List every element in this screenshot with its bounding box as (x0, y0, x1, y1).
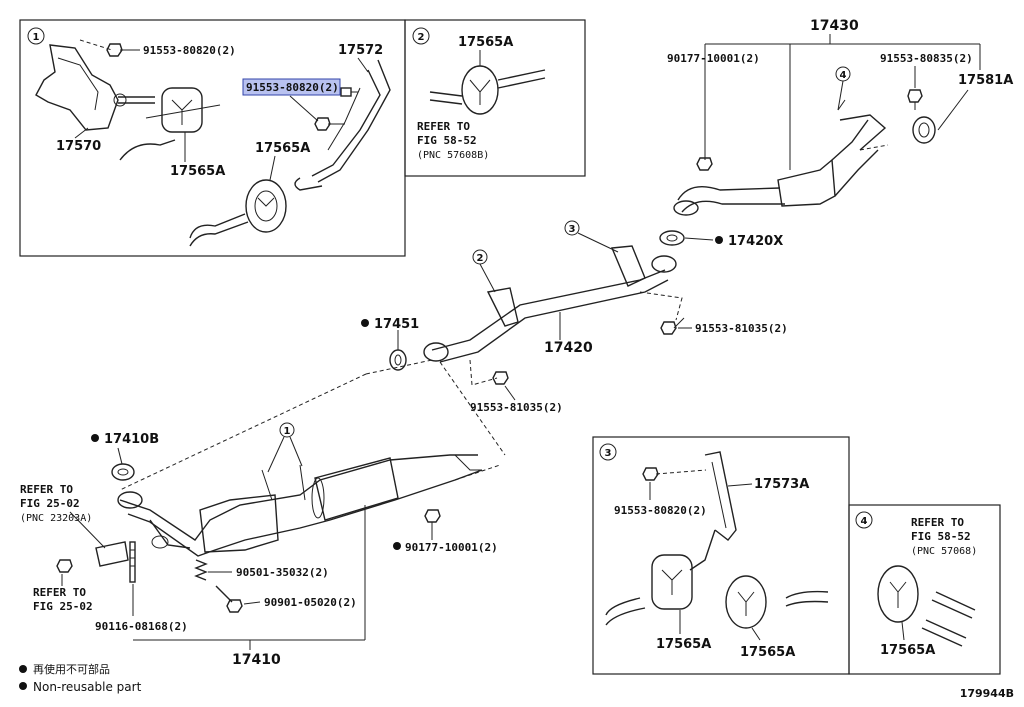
box-2-number: 2 (412, 27, 430, 45)
label-17451: 17451 (374, 317, 419, 332)
label-bolt-b1-hl: 91553-80820(2) (246, 81, 339, 94)
gasket-17451-icon (389, 349, 407, 371)
nonreusable-dot-17410B (91, 434, 99, 442)
refer-25-02-pnc-line1: REFER TO (20, 483, 73, 496)
nut-90177-top-icon (696, 157, 713, 171)
gasket-17420X-icon (659, 230, 685, 246)
label-17581A: 17581A (958, 73, 1013, 88)
svg-text:4: 4 (861, 516, 868, 527)
label-nut-90177-bot: 90177-10001(2) (405, 541, 498, 554)
box-3-number: 3 (599, 443, 617, 461)
nut-90177-bot-icon (424, 509, 441, 523)
svg-text:2: 2 (477, 253, 484, 264)
hanger-17565A-b1b-icon (245, 179, 287, 233)
label-17565A-b3b: 17565A (740, 645, 795, 660)
label-17565A-b4: 17565A (880, 643, 935, 658)
detail-box-3 (592, 436, 850, 675)
hanger-17565A-b1a-icon (145, 87, 221, 133)
bolt-b3-icon (642, 467, 707, 481)
box-4-number: 4 (855, 511, 873, 529)
b2-note-line3: (PNC 57608B) (417, 150, 489, 161)
b2-note-line2: FIG 58-52 (417, 134, 477, 147)
stud-90116-icon (129, 541, 136, 583)
rear-pipe-17410 (117, 454, 483, 557)
label-17573A: 17573A (754, 477, 809, 492)
label-17410B: 17410B (104, 432, 159, 447)
b2-note-line1: REFER TO (417, 120, 470, 133)
label-bolt-80835: 91553-80835(2) (880, 52, 973, 65)
b4-note-line2: FIG 58-52 (911, 530, 971, 543)
hanger-17565A-b4-icon (877, 565, 976, 647)
refer-25-02-line1: REFER TO (33, 586, 86, 599)
gasket-17581A-icon (912, 116, 936, 144)
label-17565A-b2: 17565A (458, 35, 513, 50)
label-17565A-b1a: 17565A (170, 164, 225, 179)
bracket-17570 (35, 44, 155, 131)
box-1-number: 1 (27, 27, 45, 45)
legend-jp: 再使用不可部品 (33, 662, 110, 676)
refer-25-02-pnc-line3: (PNC 23203A) (20, 513, 92, 524)
highlight-bolt-b1 (242, 78, 341, 96)
b4-note-line1: REFER TO (911, 516, 964, 529)
svg-text:1: 1 (33, 32, 40, 43)
bolt-80835-icon (907, 89, 923, 110)
label-bolt-b1-top: 91553-80820(2) (143, 44, 236, 57)
label-17572: 17572 (338, 43, 383, 58)
label-17420X: 17420X (728, 234, 783, 249)
callout-3-center: 3 (564, 220, 619, 253)
b4-note-line3: (PNC 57068) (911, 546, 977, 557)
legend-en: Non-reusable part (33, 680, 142, 694)
callout-2-center: 2 (472, 249, 496, 293)
label-17565A-b3a: 17565A (656, 637, 711, 652)
label-17420: 17420 (544, 340, 593, 356)
label-90501: 90501-35032(2) (236, 566, 329, 579)
hanger-17565A-b2-icon (429, 65, 546, 115)
label-90901: 90901-05020(2) (264, 596, 357, 609)
label-17430: 17430 (810, 18, 859, 34)
legend-dot-jp (19, 665, 27, 673)
bolt-81035-l-icon (492, 371, 509, 385)
svg-text:1: 1 (284, 426, 291, 437)
figure-id: 179944B (960, 687, 1014, 700)
nonreusable-dot-17420X (715, 236, 723, 244)
gasket-17410B-icon (111, 463, 135, 481)
callout-4-top: 4 (835, 66, 851, 111)
spring-90501-icon (194, 559, 208, 581)
detail-box-2 (404, 19, 586, 177)
legend-dot-en (19, 682, 27, 690)
label-bolt-81035-r: 91553-81035(2) (695, 322, 788, 335)
hanger-17565A-b3b-icon (725, 575, 829, 629)
bolt-90901-icon (215, 585, 243, 613)
leader-17410 (133, 505, 366, 650)
sensor-bracket-icon (56, 541, 129, 573)
detail-box-4 (848, 504, 1001, 675)
refer-25-02-line2: FIG 25-02 (33, 600, 93, 613)
svg-text:4: 4 (840, 70, 847, 81)
label-bolt-81035-l: 91553-81035(2) (470, 401, 563, 414)
nonreusable-dot-90177 (393, 542, 401, 550)
nonreusable-dot-17451 (361, 319, 369, 327)
bolt-b1-hl-icon (314, 87, 358, 131)
callout-1-rear: 1 (267, 422, 303, 473)
label-17410: 17410 (232, 652, 281, 668)
bracket-17572 (294, 59, 391, 191)
label-17565A-b1b: 17565A (255, 141, 310, 156)
refer-25-02-pnc-line2: FIG 25-02 (20, 497, 80, 510)
hanger-17565A-b3a-icon (605, 554, 693, 626)
label-bolt-b3: 91553-80820(2) (614, 504, 707, 517)
label-90116: 90116-08168(2) (95, 620, 188, 633)
bracket-17573A (689, 451, 737, 571)
svg-text:2: 2 (418, 32, 425, 43)
svg-text:3: 3 (605, 448, 612, 459)
bolt-81035-r-icon (660, 317, 685, 335)
leader-17430 (704, 34, 981, 170)
label-nut-90177-top: 90177-10001(2) (667, 52, 760, 65)
svg-text:3: 3 (569, 224, 576, 235)
label-17570: 17570 (56, 139, 101, 154)
center-pipe-17420 (423, 245, 677, 363)
front-pipe-17430 (673, 99, 889, 216)
